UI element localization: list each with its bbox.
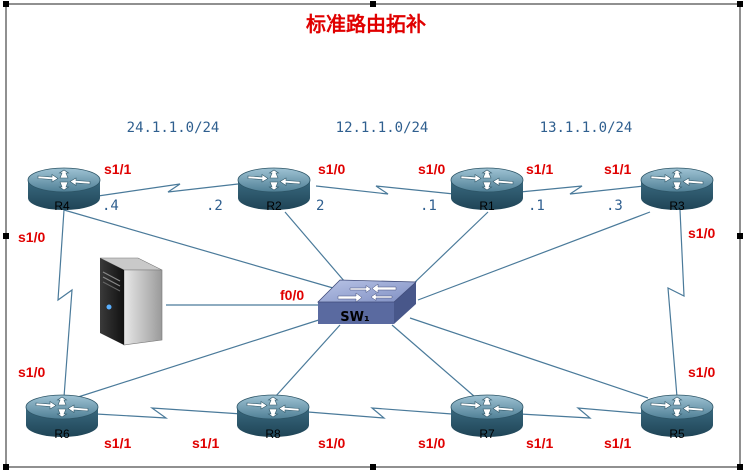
router-label-r8: R8 <box>265 427 281 441</box>
serial-r4-r2 <box>97 183 239 197</box>
addr-r1-right: .1 <box>528 198 545 214</box>
router-label-r1: R1 <box>479 199 495 213</box>
iface-r6-s11: s1/1 <box>104 435 131 451</box>
address-labels: .4 .2 2 .1 .1 .3 <box>102 198 623 214</box>
iface-r6-s10: s1/0 <box>18 364 45 380</box>
link-r1-sw1 <box>411 211 489 286</box>
link-r6-sw1 <box>74 317 326 399</box>
iface-r3-s11: s1/1 <box>604 161 631 177</box>
link-r7-sw1 <box>391 324 476 398</box>
link-r3-sw1 <box>417 211 651 301</box>
addr-r4: .4 <box>102 198 119 214</box>
switch-links <box>63 209 651 399</box>
server-icon[interactable] <box>99 257 163 346</box>
router-label-r6: R6 <box>54 427 70 441</box>
switch-label: SW₁ <box>340 310 369 325</box>
router-r3[interactable]: R3 <box>640 167 714 213</box>
router-label-r4: R4 <box>54 199 70 213</box>
iface-r7-s11: s1/1 <box>526 435 553 451</box>
frame-handles <box>3 1 743 470</box>
serial-r1-r3 <box>519 185 645 195</box>
iface-r4-s11: s1/1 <box>104 161 131 177</box>
link-r2-sw1 <box>284 211 346 283</box>
iface-r5-s11: s1/1 <box>604 435 631 451</box>
subnet-label-13: 13.1.1.0/24 <box>540 120 633 136</box>
router-r2[interactable]: R2 <box>237 167 311 213</box>
iface-r8-s10: s1/0 <box>318 435 345 451</box>
router-r7[interactable]: R7 <box>450 394 524 441</box>
router-label-r5: R5 <box>669 427 685 441</box>
iface-r4-s10: s1/0 <box>18 229 45 245</box>
router-r8[interactable]: R8 <box>236 394 310 441</box>
serial-r3-r5 <box>667 209 685 398</box>
router-label-r2: R2 <box>266 199 282 213</box>
switch-sw1[interactable]: SW₁ <box>317 279 418 325</box>
serial-r4-r6 <box>57 209 73 398</box>
iface-r7-s10: s1/0 <box>418 435 445 451</box>
serial-r2-r1 <box>315 185 455 195</box>
addr-r2-left: .2 <box>206 198 223 214</box>
iface-r5-s10: s1/0 <box>688 364 715 380</box>
switch-port-label: f0/0 <box>280 287 304 303</box>
serial-r6-r8 <box>95 407 243 419</box>
router-label-r3: R3 <box>669 199 685 213</box>
router-r1[interactable]: R1 <box>450 167 524 213</box>
subnet-label-12: 12.1.1.0/24 <box>336 120 429 136</box>
addr-r1-left: .1 <box>420 198 437 214</box>
serial-r8-r7 <box>307 407 453 419</box>
interface-labels: s1/1 s1/0 s1/0 s1/1 s1/1 s1/0 s1/0 s1/0 … <box>18 161 715 451</box>
frame-border <box>5 3 741 468</box>
iface-r3-s10: s1/0 <box>688 225 715 241</box>
link-r8-sw1 <box>274 324 341 398</box>
subnet-label-24: 24.1.1.0/24 <box>127 120 220 136</box>
router-r5[interactable]: R5 <box>640 394 714 441</box>
link-r5-sw1 <box>409 317 649 399</box>
serial-r7-r5 <box>519 407 649 419</box>
addr-r2-right: 2 <box>316 198 324 214</box>
iface-r1-s11: s1/1 <box>526 161 553 177</box>
link-r4-sw1 <box>63 209 341 291</box>
router-r4[interactable]: R4 <box>27 167 101 213</box>
iface-r1-s10: s1/0 <box>418 161 445 177</box>
addr-r3: .3 <box>606 198 623 214</box>
iface-r8-s11: s1/1 <box>192 435 219 451</box>
serial-links <box>57 183 685 419</box>
diagram-title: 标准路由拓补 <box>306 12 426 36</box>
iface-r2-s10: s1/0 <box>318 161 345 177</box>
router-label-r7: R7 <box>479 427 495 441</box>
router-r6[interactable]: R6 <box>25 394 99 441</box>
